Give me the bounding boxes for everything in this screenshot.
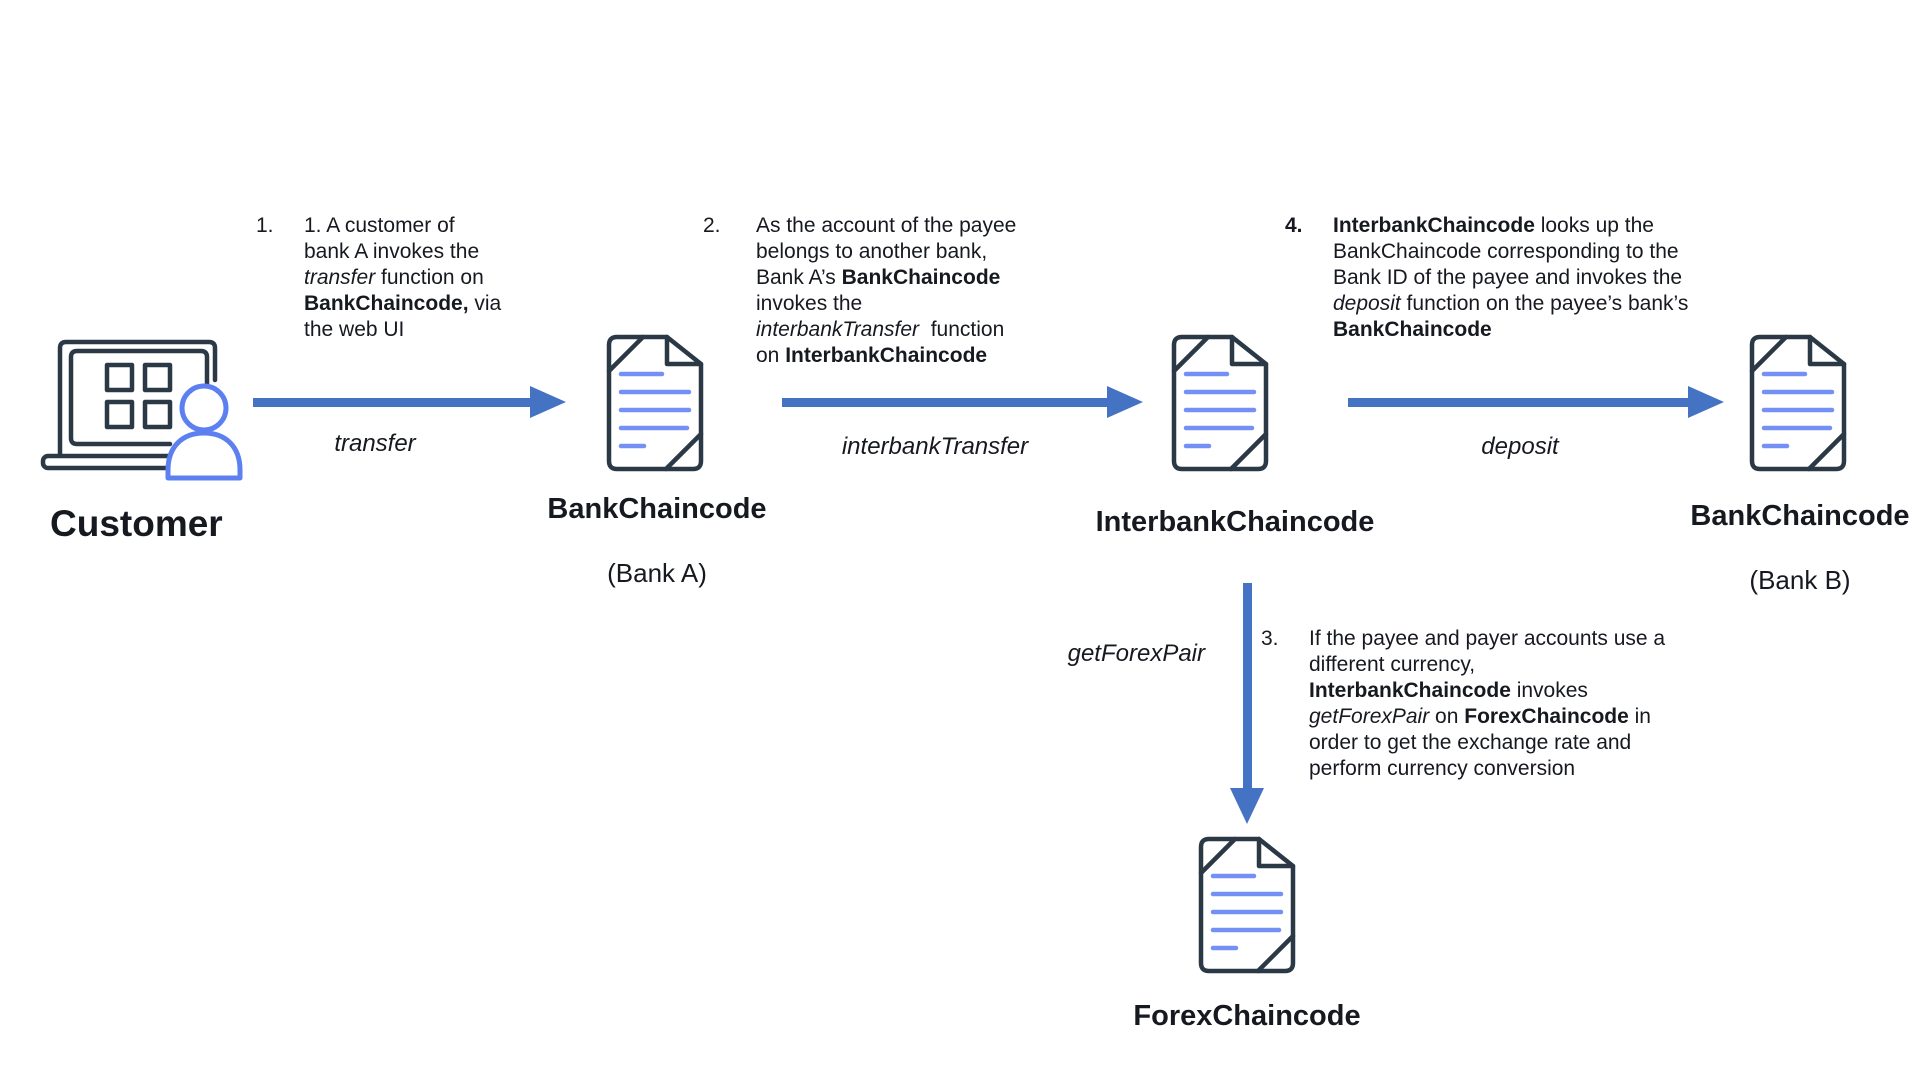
arrow-right-icon — [1688, 386, 1724, 418]
forex-document-icon — [1198, 836, 1296, 974]
arrow-right-icon — [1107, 386, 1143, 418]
interbank-label: InterbankChaincode — [1095, 506, 1375, 538]
annotation-step-2: 2. As the account of the payee belongs t… — [703, 213, 1016, 369]
bank-b-sublabel: (Bank B) — [1749, 565, 1851, 595]
customer-label: Customer — [50, 503, 223, 544]
arrow-right-icon — [530, 386, 566, 418]
annotation-text: InterbankChaincode looks up the BankChai… — [1333, 214, 1689, 341]
annotation-text: If the payee and payer accounts use a di… — [1309, 627, 1666, 780]
annotation-number: 3. — [1261, 627, 1279, 650]
bank-b-label: BankChaincode — [1690, 500, 1910, 532]
bank-b-document-icon — [1749, 334, 1847, 472]
arrow-down-icon — [1230, 788, 1264, 824]
transfer-arrow-label: transfer — [334, 430, 416, 457]
annotation-step-3: 3. If the payee and payer accounts use a… — [1261, 626, 1665, 782]
annotation-number: 2. — [703, 214, 721, 237]
get-forex-pair-arrow-label: getForexPair — [1067, 640, 1205, 667]
annotation-step-4: 4. InterbankChaincode looks up the BankC… — [1285, 213, 1688, 343]
annotation-text: As the account of the payee belongs to a… — [756, 214, 1017, 367]
interbank-document-icon — [1171, 334, 1269, 472]
deposit-arrow-label: deposit — [1481, 433, 1559, 460]
interbank-transfer-arrow-label: interbankTransfer — [841, 433, 1029, 460]
bank-a-sublabel: (Bank A) — [607, 558, 707, 588]
annotation-step-1: 1. 1. A customer of bank A invokes the t… — [256, 213, 501, 343]
annotation-number: 1. — [256, 214, 274, 237]
bank-a-document-icon — [606, 334, 704, 472]
annotation-text: 1. A customer of bank A invokes the tran… — [304, 214, 502, 341]
annotation-number: 4. — [1285, 214, 1303, 237]
forex-label: ForexChaincode — [1133, 1000, 1361, 1032]
laptop-user-icon — [40, 339, 243, 481]
bank-a-label: BankChaincode — [547, 493, 767, 525]
